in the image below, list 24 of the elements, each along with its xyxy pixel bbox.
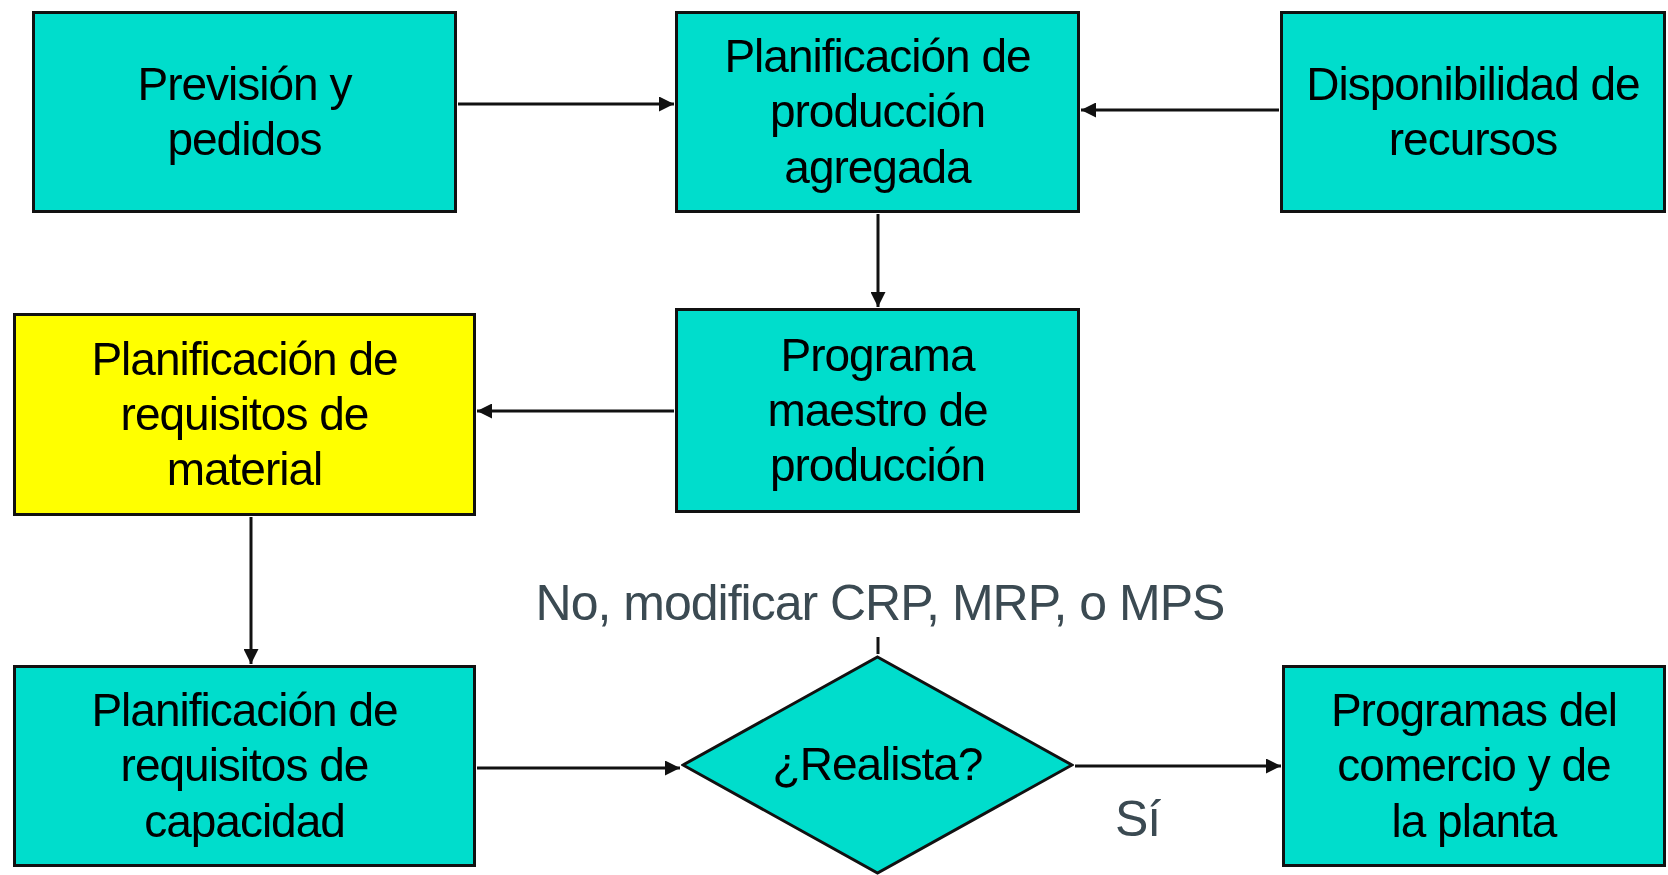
process-box xyxy=(675,11,1080,213)
process-box xyxy=(675,308,1080,513)
process-box xyxy=(32,11,457,213)
box-label: Programas del comercio y de la planta xyxy=(1329,683,1619,849)
arrow xyxy=(458,96,674,112)
box-label: Disponibilidad de recursos xyxy=(1305,56,1641,167)
process-box xyxy=(13,313,476,516)
box-label: Planificación de requisitos de material xyxy=(90,331,399,498)
arrow xyxy=(1081,102,1279,118)
decision-label: ¿Realista? xyxy=(772,737,983,793)
box-label: Planificación de requisitos de capacidad xyxy=(90,683,399,849)
box-label: Planificación de producción agregada xyxy=(723,29,1032,195)
process-box xyxy=(13,665,476,867)
arrow xyxy=(1075,758,1281,774)
box-label: Previsión y pedidos xyxy=(136,56,353,167)
box-label: Programa maestro de producción xyxy=(766,327,989,494)
process-box xyxy=(1280,11,1666,213)
arrow xyxy=(477,760,680,776)
process-box xyxy=(1282,665,1666,867)
note-text: No, modificar CRP, MRP, o MPS xyxy=(535,574,1225,633)
arrow xyxy=(243,517,259,664)
arrow xyxy=(870,214,886,307)
arrow xyxy=(477,403,674,419)
edge-label: Sí xyxy=(1115,790,1161,848)
